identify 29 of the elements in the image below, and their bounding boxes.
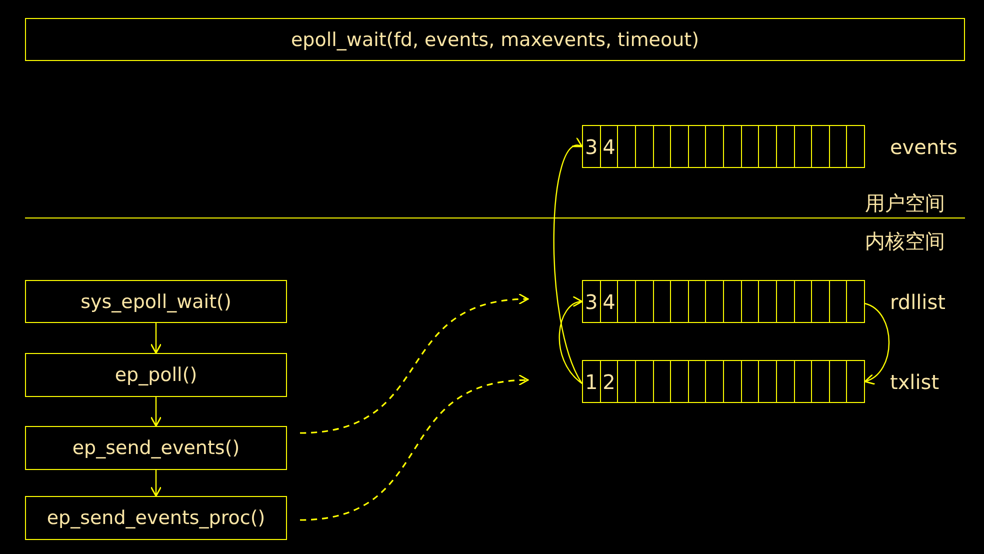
function-name: sys_epoll_wait() <box>80 290 232 312</box>
space-label: 用户空间 <box>865 190 945 217</box>
list-name: txlist <box>890 370 940 394</box>
array-cell: 2 <box>600 361 618 402</box>
arrow <box>553 140 583 384</box>
list-name: events <box>890 134 958 158</box>
array-cell-text: 3 <box>584 288 599 316</box>
arrow <box>150 470 162 497</box>
arrow <box>864 302 890 384</box>
dashed-arrow <box>300 294 529 434</box>
array-cell: 4 <box>600 281 618 322</box>
function-name: ep_send_events_proc() <box>46 507 266 529</box>
arrow <box>150 323 162 354</box>
dashed-arrow <box>300 375 529 521</box>
function-box <box>25 496 287 540</box>
function-name: ep_poll() <box>114 364 198 386</box>
function-name: epoll_wait(fd, events, maxevents, timeout) <box>290 28 700 50</box>
array-cell: 4 <box>600 126 618 167</box>
function-box <box>25 426 287 470</box>
function-box <box>25 280 287 323</box>
function-box <box>25 353 287 397</box>
function-box <box>25 18 965 61</box>
function-name: ep_send_events() <box>72 437 240 459</box>
array-cell-text: 1 <box>584 368 599 396</box>
space-label: 内核空间 <box>865 228 945 255</box>
list-name: rdllist <box>890 290 946 314</box>
arrow <box>558 298 583 384</box>
array-cell-text: 3 <box>584 134 599 160</box>
arrow <box>150 397 162 427</box>
